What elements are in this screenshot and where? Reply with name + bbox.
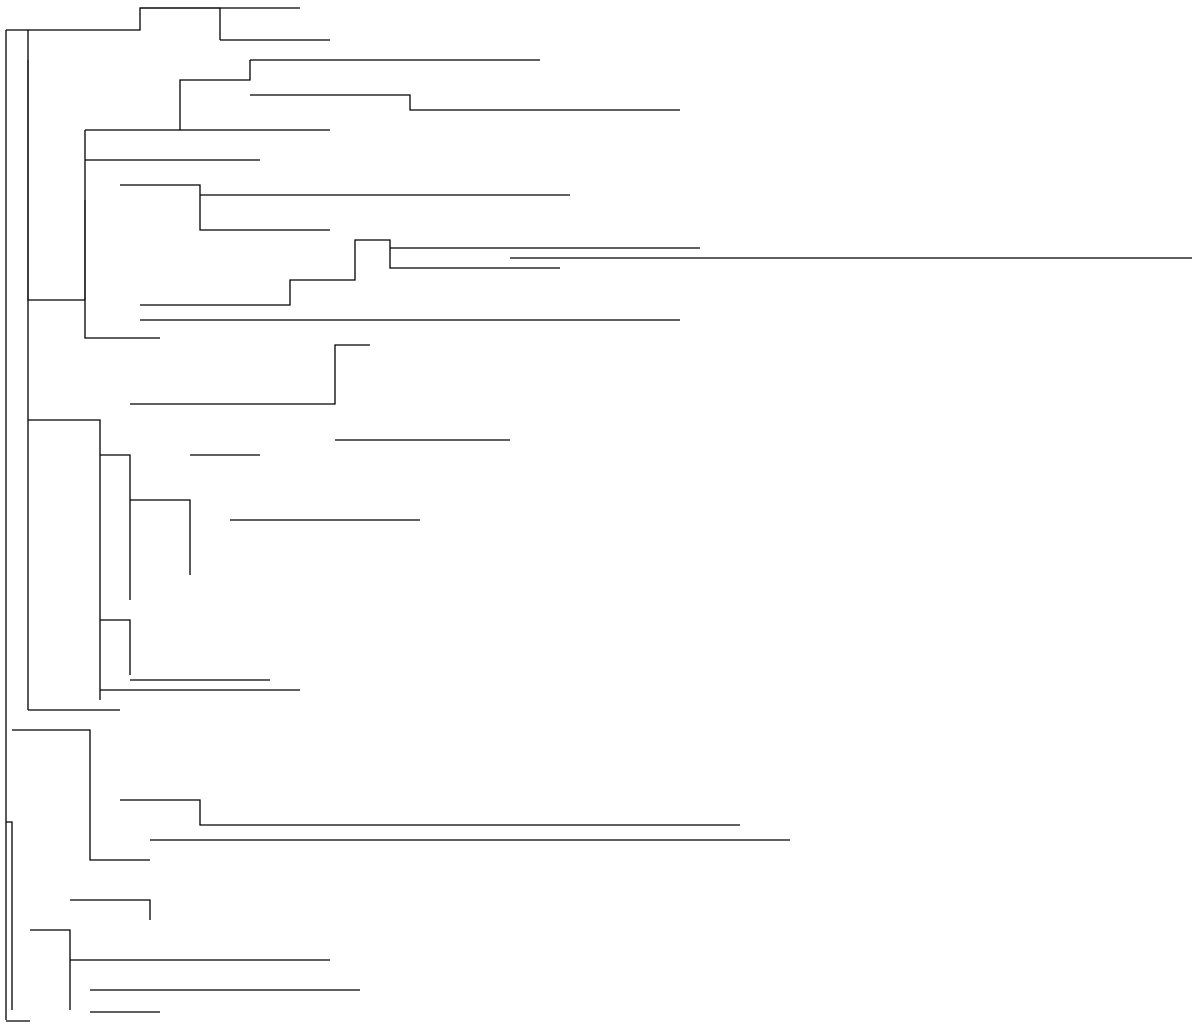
branch-clade-c [84, 200, 160, 339]
branch-upper-clade [6, 29, 29, 710]
branch-clade-e4 [30, 929, 71, 1010]
branch-clade-d1 [100, 454, 131, 600]
branch-clade-d4 [130, 499, 191, 575]
branch-clade-b2 [85, 60, 251, 131]
branch-lower-clade [6, 821, 13, 1010]
branch-clade-c1 [120, 184, 330, 231]
branch-clade-e1 [89, 780, 150, 861]
branch-clade-a [28, 7, 221, 40]
tree-branches [5, 7, 1192, 1020]
branch-clade-d2 [130, 344, 370, 405]
branch-clade-d [28, 419, 101, 700]
branch-clade-e2 [120, 799, 740, 826]
branch-clade-d7 [100, 619, 131, 675]
branch-long-1 [250, 94, 680, 111]
branch-clade-b [27, 60, 85, 301]
branch-clade-c3 [140, 239, 560, 306]
branch-clade-e [12, 729, 91, 780]
branch-clade-e3 [70, 899, 151, 920]
